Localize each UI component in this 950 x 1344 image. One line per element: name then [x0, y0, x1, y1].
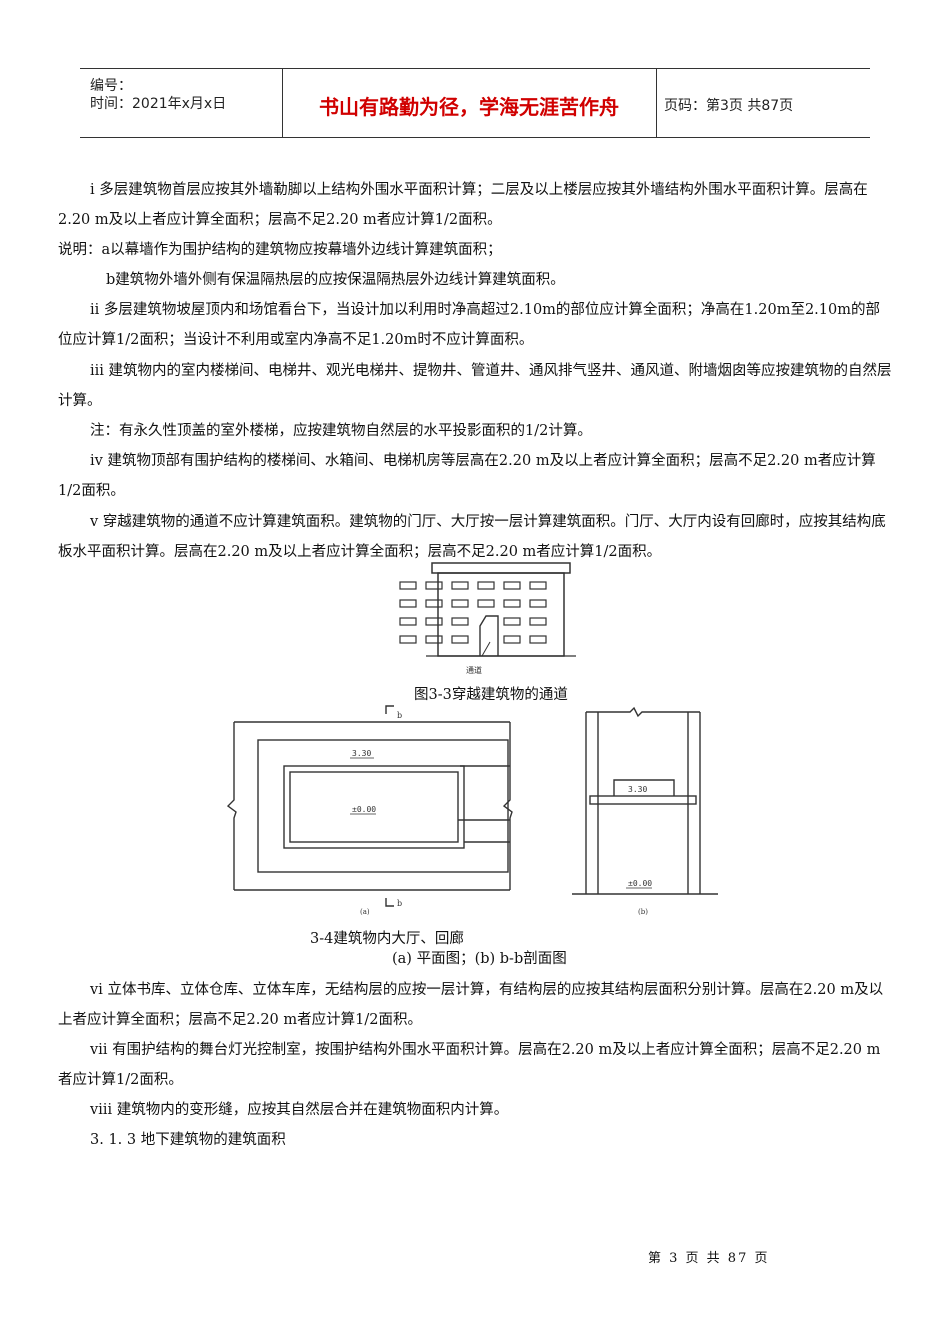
- header-motto: 书山有路勤为径，学海无涯苦作舟: [319, 95, 619, 119]
- header-center-cell: 书山有路勤为径，学海无涯苦作舟: [282, 69, 657, 137]
- paragraph-viii: ⅷ 建筑物内的变形缝，应按其自然层合并在建筑物面积内计算。: [90, 1102, 509, 1118]
- paragraph-vii: ⅶ 有围护结构的舞台灯光控制室，按围护结构外围水平面积计算。层高在2.20 m及…: [58, 1042, 881, 1088]
- level-000-plan: ±0.00: [352, 805, 376, 814]
- header-left-cell: 编号： 时间：2021年x月x日: [80, 69, 283, 137]
- header-page-info: 页码：第3页 共87页: [664, 98, 794, 114]
- figure-3-4-subcaption: (a) 平面图；(b) b-b剖面图: [392, 951, 567, 967]
- doc-number-label: 编号：: [90, 78, 132, 94]
- level-000-section: ±0.00: [628, 879, 652, 888]
- paragraph-v: ⅴ 穿越建筑物的通道不应计算建筑面积。建筑物的门厅、大厅按一层计算建筑面积。门厅…: [58, 514, 886, 560]
- page-header: 编号： 时间：2021年x月x日 书山有路勤为径，学海无涯苦作舟 页码：第3页 …: [80, 68, 870, 138]
- paragraph-note-stairs: 注：有永久性顶盖的室外楼梯，应按建筑物自然层的水平投影面积的1/2计算。: [90, 423, 592, 439]
- figure-passage-building: 通道: [399, 562, 576, 675]
- paragraph-iii: ⅲ 建筑物内的室内楼梯间、电梯井、观光电梯井、提物井、管道井、通风排气竖井、通风…: [58, 363, 892, 409]
- passage-label: 通道: [466, 665, 482, 675]
- paragraph-note-a: 说明：a以幕墙作为围护结构的建筑物应按幕墙外边线计算建筑面积；: [58, 242, 502, 258]
- paragraph-note-b: b建筑物外墙外侧有保温隔热层的应按保温隔热层外边线计算建筑面积。: [106, 272, 565, 288]
- level-330-section: 3.30: [628, 785, 647, 794]
- subfigure-a-label: (a): [360, 908, 370, 916]
- level-330-plan: 3.30: [352, 749, 371, 758]
- figure-3-3-caption: 图3-3穿越建筑物的通道: [414, 687, 568, 703]
- paragraph-vi: ⅵ 立体书库、立体仓库、立体车库，无结构层的应按一层计算，有结构层的应按其结构层…: [58, 982, 884, 1028]
- figure-hall-plan: b b 3.30 ±0.00 (a): [226, 705, 513, 916]
- page-footer: 第 3 页 共 87 页: [648, 1251, 770, 1266]
- header-right-cell: 页码：第3页 共87页: [656, 69, 870, 137]
- section-heading-3-1-3: 3. 1. 3 地下建筑物的建筑面积: [90, 1132, 286, 1148]
- figure-hall-section: 3.30 ±0.00 (b): [572, 706, 718, 916]
- doc-date: 时间：2021年x月x日: [90, 96, 227, 112]
- paragraph-iv: ⅳ 建筑物顶部有围护结构的楼梯间、水箱间、电梯机房等层高在2.20 m及以上者应…: [58, 453, 876, 499]
- subfigure-b-label: (b): [638, 908, 648, 916]
- section-mark-top: b: [397, 711, 402, 720]
- figure-3-4-caption: 3-4建筑物内大厅、回廊: [310, 931, 464, 947]
- paragraph-ii: ⅱ 多层建筑物坡屋顶内和场馆看台下，当设计加以利用时净高超过2.10m的部位应计…: [58, 302, 880, 348]
- section-mark-bottom: b: [397, 899, 402, 908]
- paragraph-i: ⅰ 多层建筑物首层应按其外墙勒脚以上结构外围水平面积计算；二层及以上楼层应按其外…: [58, 182, 868, 228]
